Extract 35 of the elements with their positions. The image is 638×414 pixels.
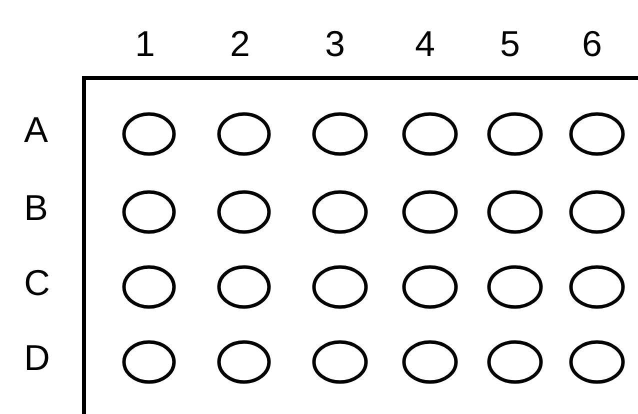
well (569, 340, 625, 384)
column-number: 5 (500, 24, 520, 64)
well (217, 190, 271, 234)
column-number: 1 (135, 24, 156, 64)
well (487, 112, 543, 156)
well (122, 340, 176, 384)
well (122, 190, 176, 234)
well (402, 340, 458, 384)
well (217, 112, 271, 156)
well (312, 340, 368, 384)
well-plate (82, 76, 638, 414)
well (217, 340, 271, 384)
column-number: 2 (230, 24, 250, 64)
well (402, 265, 458, 309)
column-number: 6 (582, 24, 602, 64)
row-letter: C (24, 263, 50, 303)
well (312, 190, 368, 234)
row-letter: B (24, 188, 48, 228)
well (122, 265, 176, 309)
well (312, 265, 368, 309)
row-letter: A (24, 110, 48, 150)
well (312, 112, 368, 156)
well (402, 190, 458, 234)
column-number: 4 (415, 24, 436, 64)
well (569, 190, 625, 234)
well (487, 265, 543, 309)
well (402, 112, 458, 156)
row-letter: D (24, 338, 50, 378)
well (569, 265, 625, 309)
well (569, 112, 625, 156)
well (122, 112, 176, 156)
well (487, 340, 543, 384)
well (217, 265, 271, 309)
column-number: 3 (325, 24, 346, 64)
well (487, 190, 543, 234)
